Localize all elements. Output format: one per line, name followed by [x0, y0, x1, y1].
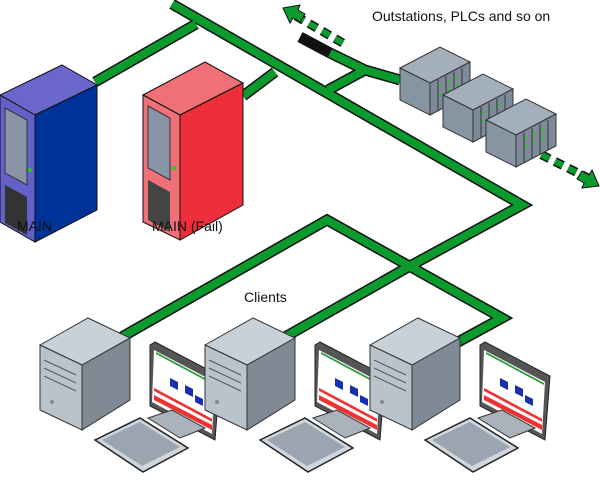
client-workstation-1[interactable]: [39, 317, 221, 473]
client-workstation-2[interactable]: [204, 317, 386, 473]
main-fail-server-label: MAIN (Fail): [152, 218, 223, 234]
clients-label: Clients: [244, 289, 287, 305]
main-server-label: MAIN: [17, 218, 52, 234]
outstations-arrow-up: [282, 4, 351, 50]
client-workstation-3[interactable]: [369, 317, 551, 473]
outstations-label: Outstations, PLCs and so on: [372, 8, 551, 24]
network-links: [92, 0, 534, 347]
main-fail-server[interactable]: [141, 61, 245, 241]
main-server[interactable]: [0, 64, 99, 243]
outstations-arrow-down: [525, 143, 600, 189]
